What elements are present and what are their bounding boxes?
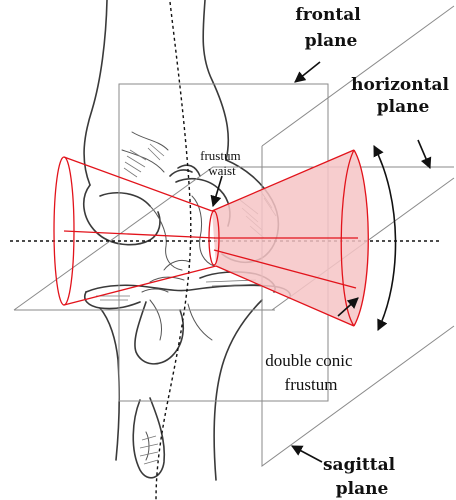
double-conic-frustum-label: double conic frustum [265,351,357,394]
rotation-arrow [374,146,396,330]
frontal-plane-label: frontal plane [295,5,366,51]
frontal-plane-pointer [295,62,320,82]
frustum-waist-label: frustum waist [200,148,244,178]
sagittal-plane-label: sagittal plane [323,455,401,499]
sagittal-plane-pointer [292,446,322,462]
horizontal-plane-label: horizontal plane [351,75,455,117]
horizontal-plane-pointer [418,140,430,168]
